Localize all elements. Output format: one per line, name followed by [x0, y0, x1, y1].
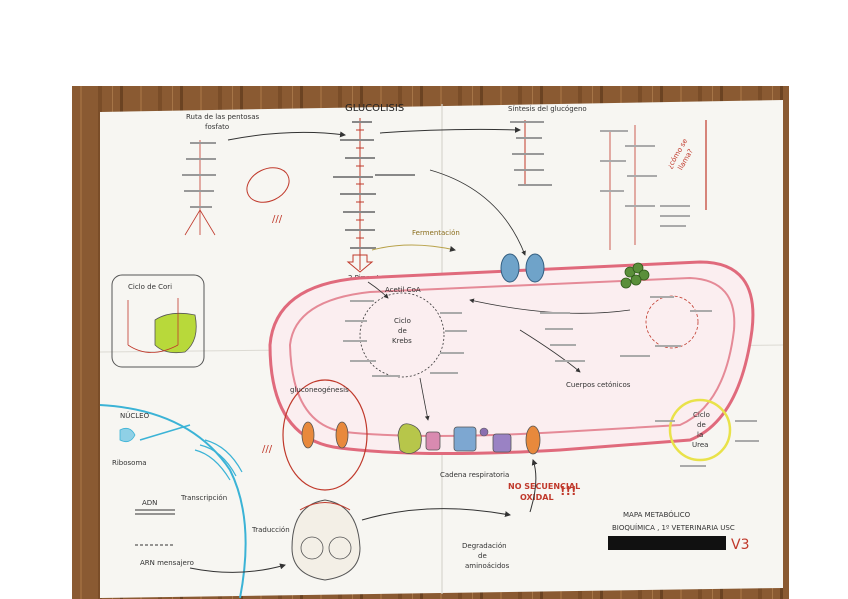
ribosome-subunit-left [300, 536, 324, 560]
glycogen-to-channel-arrow [429, 169, 526, 256]
glycogen-degradation-labels [600, 130, 690, 227]
cori-muscle [154, 312, 197, 354]
pentose-marks: /// [272, 214, 283, 225]
mrna-label: ARN mensajero [140, 559, 194, 567]
urea-line4: Urea [692, 441, 708, 449]
glycolysis-title: GLUCOLISIS [345, 103, 404, 114]
beta-oxidation-labels [650, 296, 712, 347]
no-sequential-line2: OXIDAL [520, 493, 554, 502]
ribosome-label: Ribosoma [112, 459, 147, 467]
map-title-line2: BIOQUÍMICA , 1º VETERINARIA USC [612, 523, 735, 532]
krebs-label-line3: Krebs [392, 337, 412, 345]
transcription-label: Transcripción [180, 494, 227, 502]
exclaim-mark: !!! [560, 484, 576, 498]
amino-degradation-line2: de [478, 552, 487, 560]
ketone-arrow [519, 329, 581, 373]
pentose-enzyme-sketch [246, 167, 290, 203]
translation-label: Traducción [251, 526, 290, 534]
pentose-title-line1: Ruta de las pentosas [186, 113, 259, 121]
pentose-to-glycolysis-arrow [227, 131, 346, 141]
urea-line3: la [697, 431, 703, 439]
mrna-strand [139, 424, 191, 441]
version-label: V3 [731, 537, 749, 553]
mitochondrion-inner-membrane [288, 276, 736, 437]
glycogen-labels [510, 121, 552, 186]
amino-to-chain-arrow [529, 459, 538, 513]
urea-line2: de [697, 421, 706, 429]
atp-synthase [525, 425, 541, 455]
protein-chain [299, 502, 351, 511]
nucleus-membrane [99, 404, 247, 599]
ketone-bodies-label: Cuerpos cetónicos [566, 381, 631, 389]
gluconeogenesis-region [282, 379, 368, 491]
krebs-to-chain-arrow [419, 377, 430, 421]
transport-channel-right [525, 253, 545, 283]
ribosome-subunit-right [328, 536, 352, 560]
redacted-name-bar [608, 536, 726, 550]
krebs-intermediates [343, 300, 467, 377]
mrna-to-ribosome-arrow [189, 563, 286, 573]
acetyl-coa-label: Acetil CoA [385, 286, 421, 294]
gluconeogenesis-label: gluconeogénesis [290, 386, 349, 394]
amino-degradation-line3: aminoácidos [465, 562, 510, 570]
mitochondrion-outer-membrane [268, 260, 755, 456]
urea-cycle [668, 398, 732, 462]
gluconeogenesis-marks: /// [262, 444, 273, 455]
nucleus-label: NÚCLEO [120, 411, 150, 420]
glycolysis-to-glycogen-arrow [379, 126, 521, 134]
amino-degradation-line1: Degradación [462, 542, 507, 550]
cytochrome-c [479, 427, 489, 437]
gluconeogenesis-channel-right [335, 421, 349, 449]
translation-ribosome [291, 499, 361, 581]
fermentation-arrow [371, 244, 456, 252]
krebs-label-line1: Ciclo [394, 317, 411, 325]
respiratory-chain-label: Cadena respiratoria [440, 471, 509, 479]
fermentation-label: Fermentación [412, 229, 460, 237]
glycogen-title: Síntesis del glucógeno [508, 105, 587, 113]
cori-arrows [127, 298, 179, 353]
protein-to-amino-arrow [361, 508, 511, 521]
cori-cycle-box [111, 274, 205, 368]
cori-cycle-label: Ciclo de Cori [128, 283, 172, 291]
glycolysis-labels [333, 121, 415, 249]
complex-ii [425, 431, 441, 451]
pentose-labels [182, 142, 216, 208]
pentose-title-line2: fosfato [205, 123, 229, 131]
matrix-labels-right [540, 312, 650, 362]
dna-label: ADN [142, 499, 157, 507]
map-title-line1: MAPA METABÓLICO [623, 510, 691, 519]
ribosome-sketch [119, 427, 136, 443]
urea-line1: Ciclo [693, 411, 710, 419]
complex-iv [492, 433, 512, 453]
enzyme-complex [620, 262, 650, 289]
endoplasmic-reticulum [194, 439, 243, 481]
no-sequential-line1: NO SECUENCIAL [508, 482, 580, 491]
krebs-label-line2: de [398, 327, 407, 335]
pyruvate-to-acetyl-arrow [367, 281, 389, 299]
glycolysis-down-arrow [346, 254, 374, 273]
complex-iii [453, 426, 477, 452]
complex-i [397, 423, 422, 454]
transport-channel-left [500, 253, 520, 283]
urea-labels [655, 420, 759, 467]
respiratory-chain [397, 423, 541, 455]
krebs-cycle [359, 292, 445, 378]
gluconeogenesis-channel-left [301, 421, 315, 449]
